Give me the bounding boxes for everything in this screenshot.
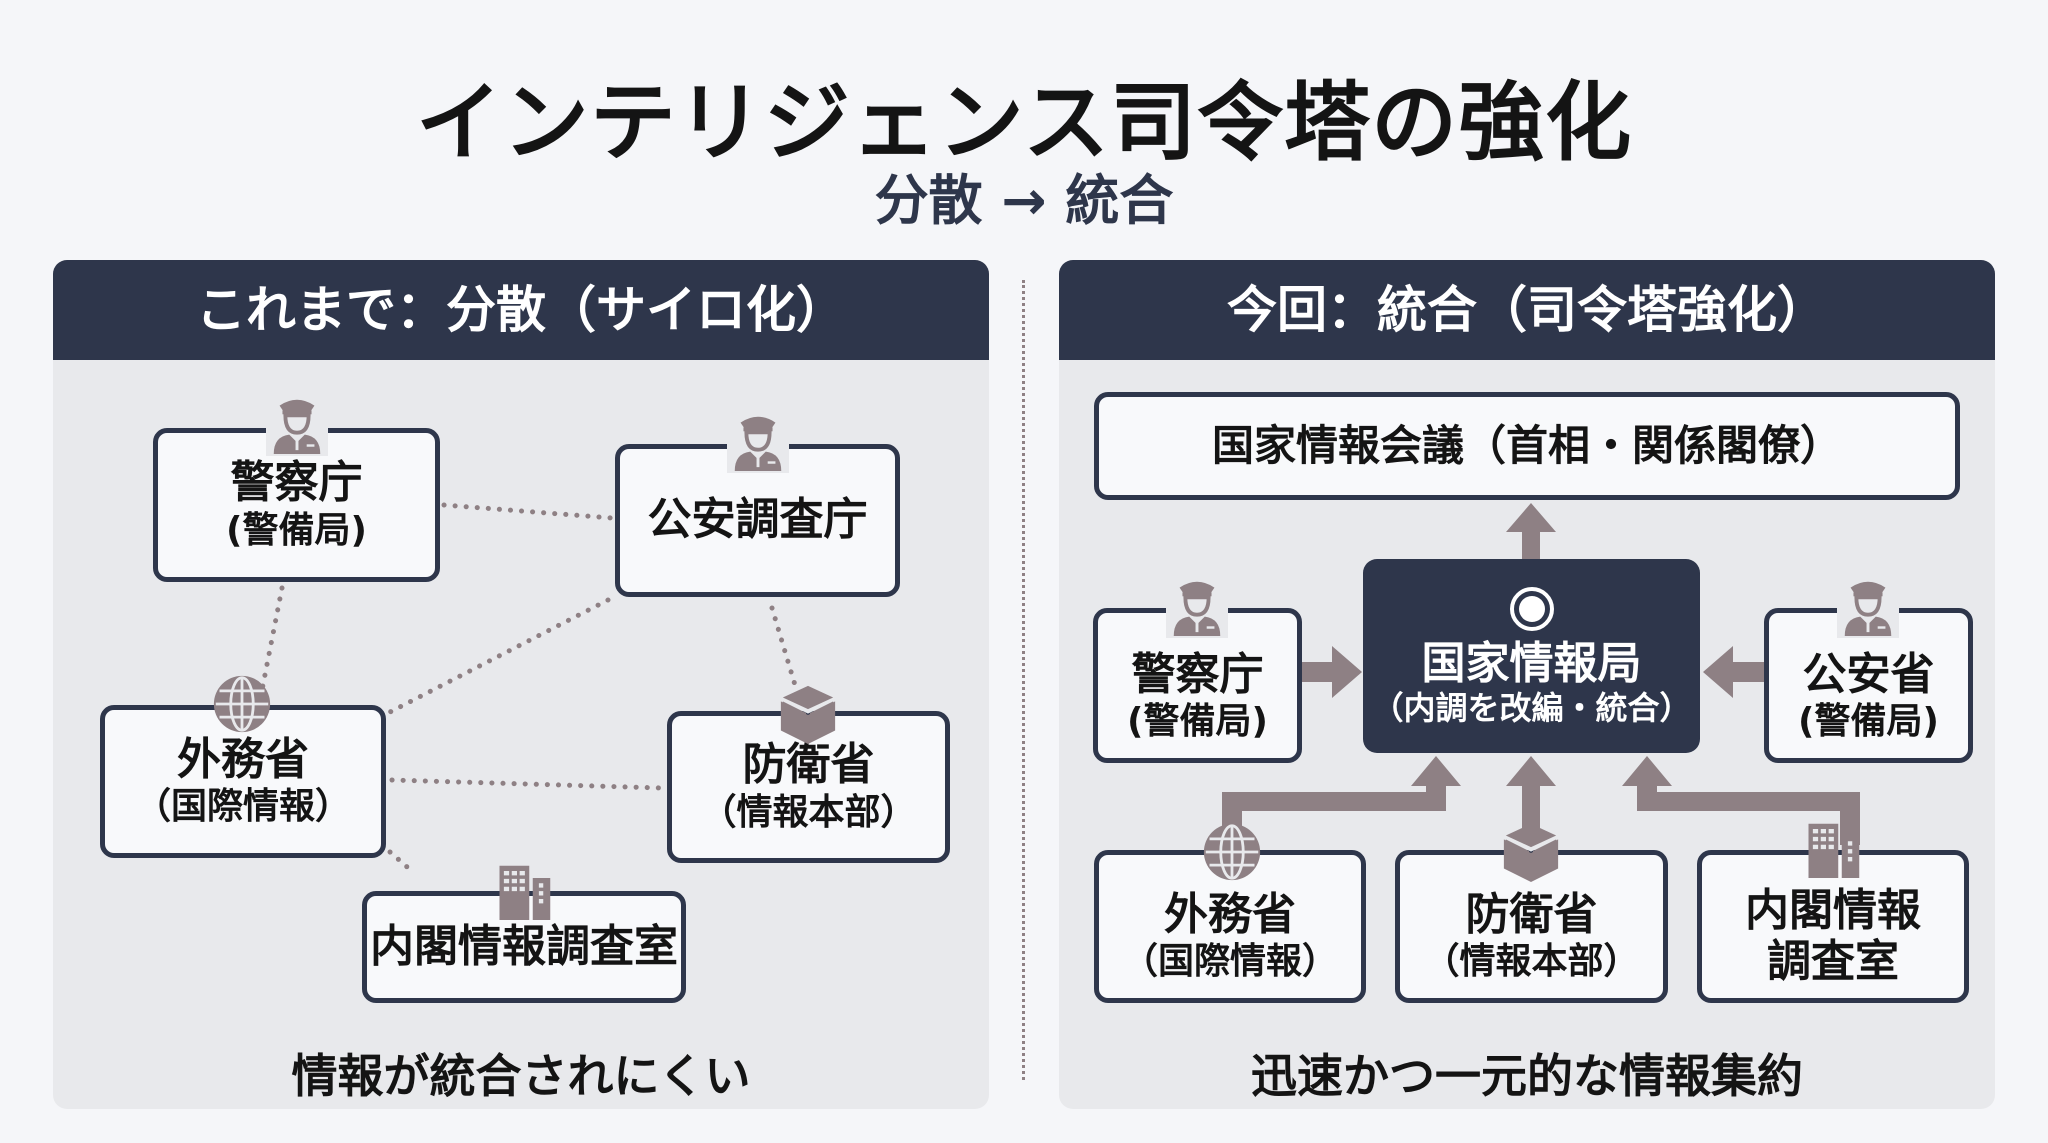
arrow-mofa-to-center: [1222, 756, 1461, 840]
council-name: 国家情報会議（首相・関係閣僚）: [1211, 420, 1842, 470]
node-mod-name: 防衛省: [742, 739, 875, 791]
node-npa-sub: (警備局): [226, 509, 367, 551]
arrow-mod-to-center: [1506, 756, 1556, 835]
node-npa-right-sub: (警備局): [1127, 701, 1268, 743]
node-mofa: 外務省 （国際情報）: [100, 705, 386, 858]
node-mod-sub: （情報本部）: [700, 791, 917, 833]
building-icon: [1802, 822, 1864, 878]
connector-mofa-mod: [389, 777, 665, 791]
right-panel-heading: 今回：統合（司令塔強化）: [1059, 260, 1995, 360]
node-national-council: 国家情報会議（首相・関係閣僚）: [1094, 392, 1960, 500]
police-officer-icon: [266, 390, 328, 456]
node-mofa-name: 外務省: [177, 733, 309, 785]
node-psia-name: 公安調査庁: [647, 494, 868, 546]
main-title: インテリジェンス司令塔の強化: [415, 73, 1633, 173]
globe-icon: [212, 674, 272, 734]
police-officer-icon: [727, 407, 789, 473]
subtitle: 分散 → 統合: [874, 169, 1174, 232]
center-sub: （内調を改編・統合）: [1371, 689, 1692, 728]
node-mofa-right-sub: （国際情報）: [1121, 941, 1338, 983]
cube-icon: [777, 682, 839, 744]
police-officer-icon: [1166, 572, 1228, 638]
center-name: 国家情報局: [1421, 637, 1642, 689]
node-ciro-right-name: 内閣情報: [1745, 884, 1921, 936]
arrow-center-to-council: [1506, 503, 1556, 559]
arrow-ciro-to-center: [1622, 756, 1860, 845]
connector-psia-mofa: [387, 597, 611, 715]
right-caption: 迅速かつ一元的な情報集約: [1251, 1049, 1803, 1103]
node-mod-right-sub: （情報本部）: [1423, 941, 1640, 983]
left-caption: 情報が統合されにくい: [291, 1049, 751, 1103]
connector-police-mofa: [259, 585, 285, 693]
node-npa-right-name: 警察庁: [1131, 648, 1264, 700]
left-panel-heading: これまで：分散（サイロ化）: [53, 260, 989, 360]
cube-icon: [1500, 820, 1562, 882]
arrow-koan-to-center: [1703, 646, 1764, 698]
node-ciro-name: 内閣情報調査室: [370, 920, 678, 972]
arrow-npa-to-center: [1302, 646, 1362, 698]
node-mofa-right-name: 外務省: [1164, 888, 1296, 940]
node-mod-right-name: 防衛省: [1465, 888, 1598, 940]
panel-separator: [1022, 280, 1025, 1080]
police-officer-icon: [1837, 572, 1899, 638]
node-mofa-sub: （国際情報）: [134, 786, 351, 828]
node-koan-name: 公安省: [1802, 648, 1935, 700]
node-npa: 警察庁 (警備局): [153, 428, 440, 582]
target-circle-icon: [1509, 586, 1554, 631]
connector-psia-mod: [769, 605, 798, 688]
node-ciro-right-sub: 調査室: [1767, 935, 1899, 987]
globe-icon: [1202, 822, 1262, 882]
node-npa-name: 警察庁: [230, 457, 363, 509]
node-koan-sub: (警備局): [1798, 701, 1939, 743]
left-panel-before: これまで：分散（サイロ化）: [53, 260, 989, 1109]
building-icon: [493, 864, 555, 920]
node-national-intelligence-bureau: 国家情報局 （内調を改編・統合）: [1363, 559, 1700, 753]
